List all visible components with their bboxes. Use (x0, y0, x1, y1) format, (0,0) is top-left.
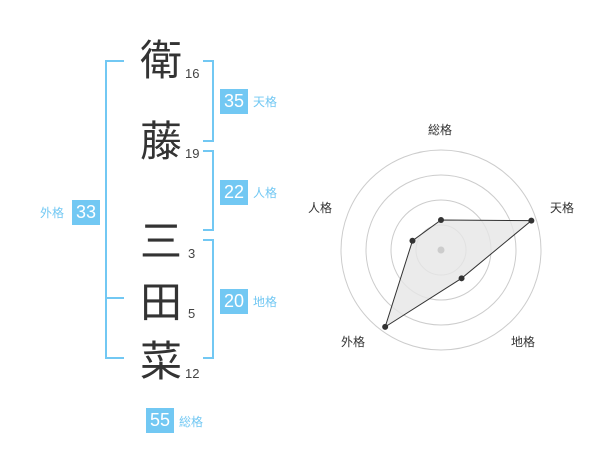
radar-polygon (384, 219, 533, 329)
soukaku-value-badge: 55 (146, 408, 174, 433)
radar-point-2 (528, 217, 535, 224)
radar-label-chikaku: 地格 (511, 335, 536, 349)
radar-point-3 (458, 275, 465, 282)
radar-ring-4 (340, 149, 542, 351)
radar-point-4 (382, 323, 389, 330)
soukaku-label: 総格 (179, 415, 204, 429)
radar-label-jinkaku: 人格 (308, 201, 333, 215)
jinkaku-bracket (203, 150, 214, 231)
stroke-count-5: 12 (185, 366, 200, 381)
gaikaku-label: 外格 (40, 206, 65, 220)
tenkaku-label: 天格 (253, 95, 278, 109)
name-char-1: 衛 (140, 36, 183, 85)
chikaku-bracket (203, 239, 214, 359)
radar-center-dot (437, 246, 445, 254)
gaikaku-bracket (105, 60, 124, 359)
jinkaku-label: 人格 (253, 186, 278, 200)
stroke-count-3: 3 (188, 246, 196, 261)
radar-points (382, 217, 535, 330)
name-char-3: 三 (140, 217, 183, 266)
chikaku-label: 地格 (253, 295, 278, 309)
tenkaku-value-badge: 35 (220, 89, 248, 114)
radar-chart (340, 149, 542, 351)
name-char-2: 藤 (140, 117, 183, 166)
stroke-count-2: 19 (185, 146, 200, 161)
radar-label-soukaku: 総格 (428, 123, 453, 137)
stroke-count-4: 5 (188, 306, 196, 321)
jinkaku-value-badge: 22 (220, 180, 248, 205)
radar-point-5 (409, 237, 416, 244)
stroke-count-1: 16 (185, 66, 200, 81)
radar-label-tenkaku: 天格 (550, 201, 575, 215)
radar-point-1 (438, 217, 444, 223)
gaikaku-value-badge: 33 (72, 200, 100, 225)
name-char-5: 菜 (140, 337, 183, 386)
tenkaku-bracket (203, 60, 214, 142)
radar-ring-3 (365, 174, 517, 326)
chikaku-value-badge: 20 (220, 289, 248, 314)
radar-label-gaikaku: 外格 (341, 335, 366, 349)
name-char-4: 田 (140, 278, 183, 327)
